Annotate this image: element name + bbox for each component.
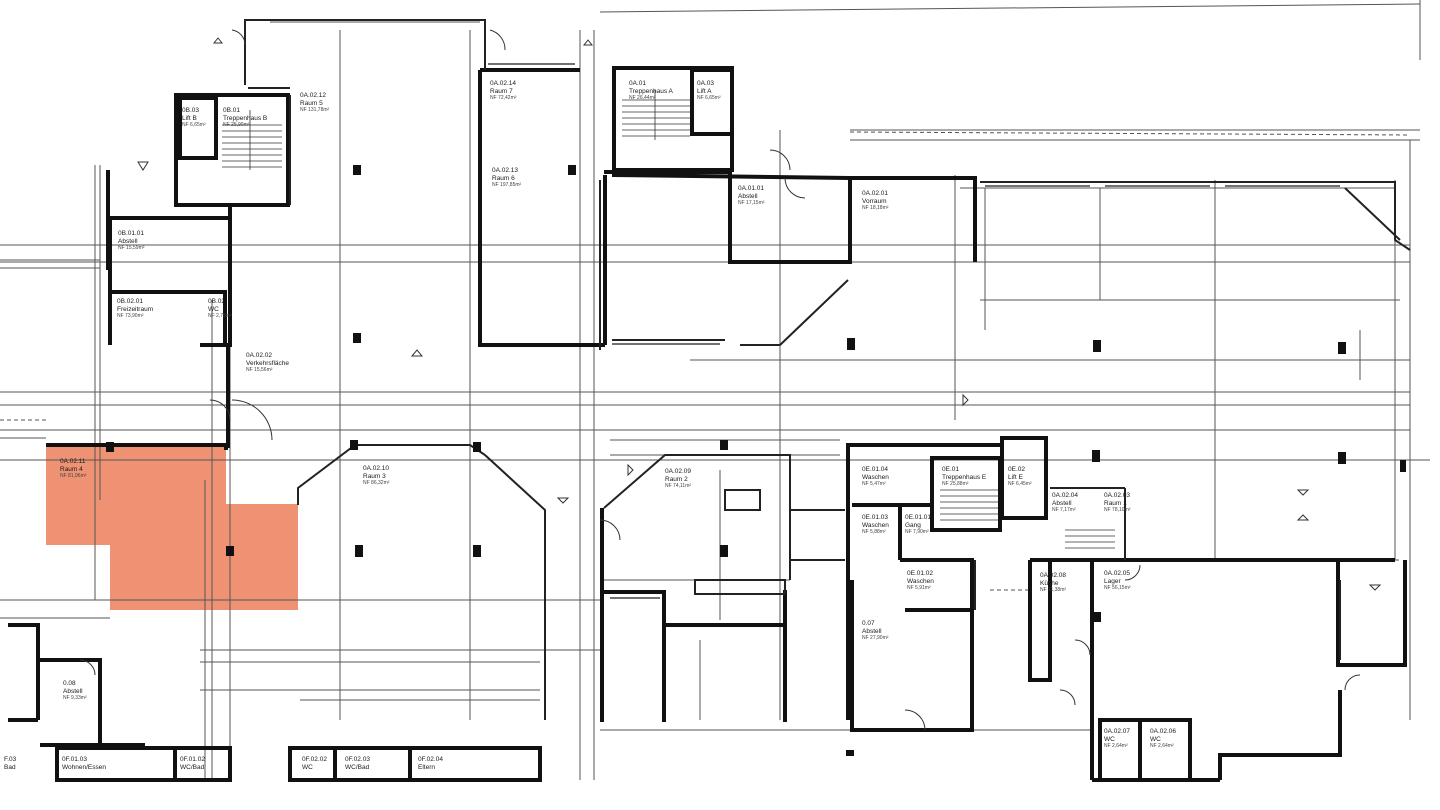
window-strips (488, 63, 1340, 599)
walls (8, 66, 1407, 782)
columns (106, 165, 1406, 756)
highlighted-room-raum-4[interactable] (46, 447, 298, 610)
stairs (222, 90, 1115, 549)
partition-walls (244, 19, 1411, 720)
grid-lines (0, 0, 1430, 780)
door-swings (79, 29, 1361, 731)
level-markers (137, 37, 1382, 591)
